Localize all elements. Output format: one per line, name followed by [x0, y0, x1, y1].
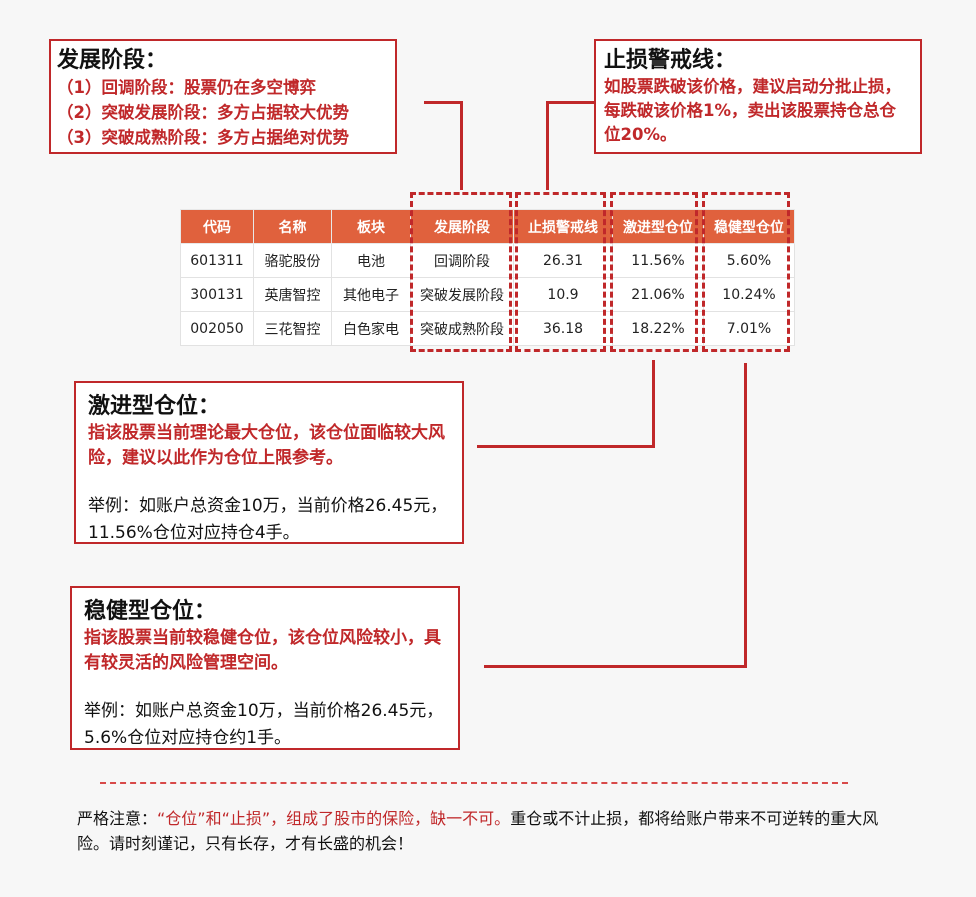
- col-header-stoploss: 止损警戒线: [513, 209, 613, 244]
- cell-stoploss: 10.9: [513, 277, 613, 312]
- table-row: 300131 英唐智控 其他电子 突破发展阶段 10.9 21.06% 10.2…: [180, 277, 795, 312]
- cell-code: 300131: [180, 277, 254, 312]
- stop-box-title: 止损警戒线：: [604, 48, 737, 73]
- cell-sector: 电池: [331, 243, 411, 278]
- stage-item-3: （3）突破成熟阶段：多方占据绝对优势: [57, 128, 349, 147]
- col-header-code: 代码: [180, 209, 254, 244]
- table-header-row: 代码 名称 板块 发展阶段 止损警戒线 激进型仓位 稳健型仓位: [180, 209, 795, 244]
- table-row: 002050 三花智控 白色家电 突破成熟阶段 36.18 18.22% 7.0…: [180, 311, 795, 346]
- stable-box-example: 举例：如账户总资金10万，当前价格26.45元，5.6%仓位对应持仓约1手。: [84, 701, 444, 748]
- footer-prefix: 严格注意：: [77, 809, 158, 828]
- stop-box-desc: 如股票跌破该价格，建议启动分批止损，每跌破该价格1%，卖出该股票持仓总仓位20%…: [604, 77, 901, 144]
- connector-line: [652, 360, 655, 448]
- connector-line: [484, 665, 747, 668]
- cell-code: 601311: [180, 243, 254, 278]
- cell-sector: 白色家电: [331, 311, 411, 346]
- stable-box-title: 稳健型仓位：: [84, 599, 217, 624]
- cell-aggressive: 21.06%: [612, 277, 704, 312]
- stable-box-desc: 指该股票当前较稳健仓位，该仓位风险较小，具有较灵活的风险管理空间。: [84, 628, 441, 673]
- col-header-stage: 发展阶段: [410, 209, 514, 244]
- col-header-name: 名称: [253, 209, 332, 244]
- cell-aggressive: 18.22%: [612, 311, 704, 346]
- cell-sector: 其他电子: [331, 277, 411, 312]
- stage-explanation-box: 发展阶段： （1）回调阶段：股票仍在多空博弈 （2）突破发展阶段：多方占据较大优…: [49, 39, 397, 154]
- highlight-stable-column: [702, 192, 790, 352]
- table-row: 601311 骆驼股份 电池 回调阶段 26.31 11.56% 5.60%: [180, 243, 795, 278]
- aggressive-box-title: 激进型仓位：: [88, 394, 221, 419]
- cell-stable: 5.60%: [703, 243, 795, 278]
- cell-stable: 10.24%: [703, 277, 795, 312]
- stock-table: 代码 名称 板块 发展阶段 止损警戒线 激进型仓位 稳健型仓位 601311 骆…: [180, 209, 795, 346]
- aggressive-position-box: 激进型仓位： 指该股票当前理论最大仓位，该仓位面临较大风险，建议以此作为仓位上限…: [74, 381, 464, 544]
- footer-note: 严格注意：“仓位”和“止损”，组成了股市的保险，缺一不可。重仓或不计止损，都将给…: [77, 806, 897, 856]
- footer-highlight: “仓位”和“止损”，组成了股市的保险，缺一不可。: [157, 809, 511, 828]
- connector-line: [744, 363, 747, 668]
- cell-stage: 突破成熟阶段: [410, 311, 514, 346]
- footer-rest: 重仓或不计止损，都将给账户带来不可逆转的重大风险。请时刻谨记，只有长存，才有长盛…: [77, 809, 879, 853]
- aggressive-box-example: 举例：如账户总资金10万，当前价格26.45元，11.56%仓位对应持仓4手。: [88, 496, 448, 543]
- highlight-stoploss-column: [515, 192, 606, 352]
- cell-name: 骆驼股份: [253, 243, 332, 278]
- cell-code: 002050: [180, 311, 254, 346]
- divider: [100, 782, 848, 784]
- connector-line: [460, 101, 463, 190]
- highlight-stage-column: [410, 192, 512, 352]
- stop-loss-explanation-box: 止损警戒线： 如股票跌破该价格，建议启动分批止损，每跌破该价格1%，卖出该股票持…: [594, 39, 922, 154]
- col-header-stable: 稳健型仓位: [703, 209, 795, 244]
- cell-stage: 突破发展阶段: [410, 277, 514, 312]
- connector-line: [546, 101, 549, 190]
- cell-stable: 7.01%: [703, 311, 795, 346]
- col-header-aggressive: 激进型仓位: [612, 209, 704, 244]
- cell-stoploss: 36.18: [513, 311, 613, 346]
- stage-box-title: 发展阶段：: [57, 48, 168, 73]
- cell-name: 三花智控: [253, 311, 332, 346]
- aggressive-box-desc: 指该股票当前理论最大仓位，该仓位面临较大风险，建议以此作为仓位上限参考。: [88, 423, 445, 468]
- connector-line: [477, 445, 655, 448]
- stage-item-2: （2）突破发展阶段：多方占据较大优势: [57, 103, 349, 122]
- connector-line: [546, 101, 594, 104]
- cell-name: 英唐智控: [253, 277, 332, 312]
- stage-item-1: （1）回调阶段：股票仍在多空博弈: [57, 78, 316, 97]
- highlight-aggressive-column: [610, 192, 698, 352]
- cell-aggressive: 11.56%: [612, 243, 704, 278]
- cell-stage: 回调阶段: [410, 243, 514, 278]
- connector-line: [424, 101, 463, 104]
- col-header-sector: 板块: [331, 209, 411, 244]
- stable-position-box: 稳健型仓位： 指该股票当前较稳健仓位，该仓位风险较小，具有较灵活的风险管理空间。…: [70, 586, 460, 750]
